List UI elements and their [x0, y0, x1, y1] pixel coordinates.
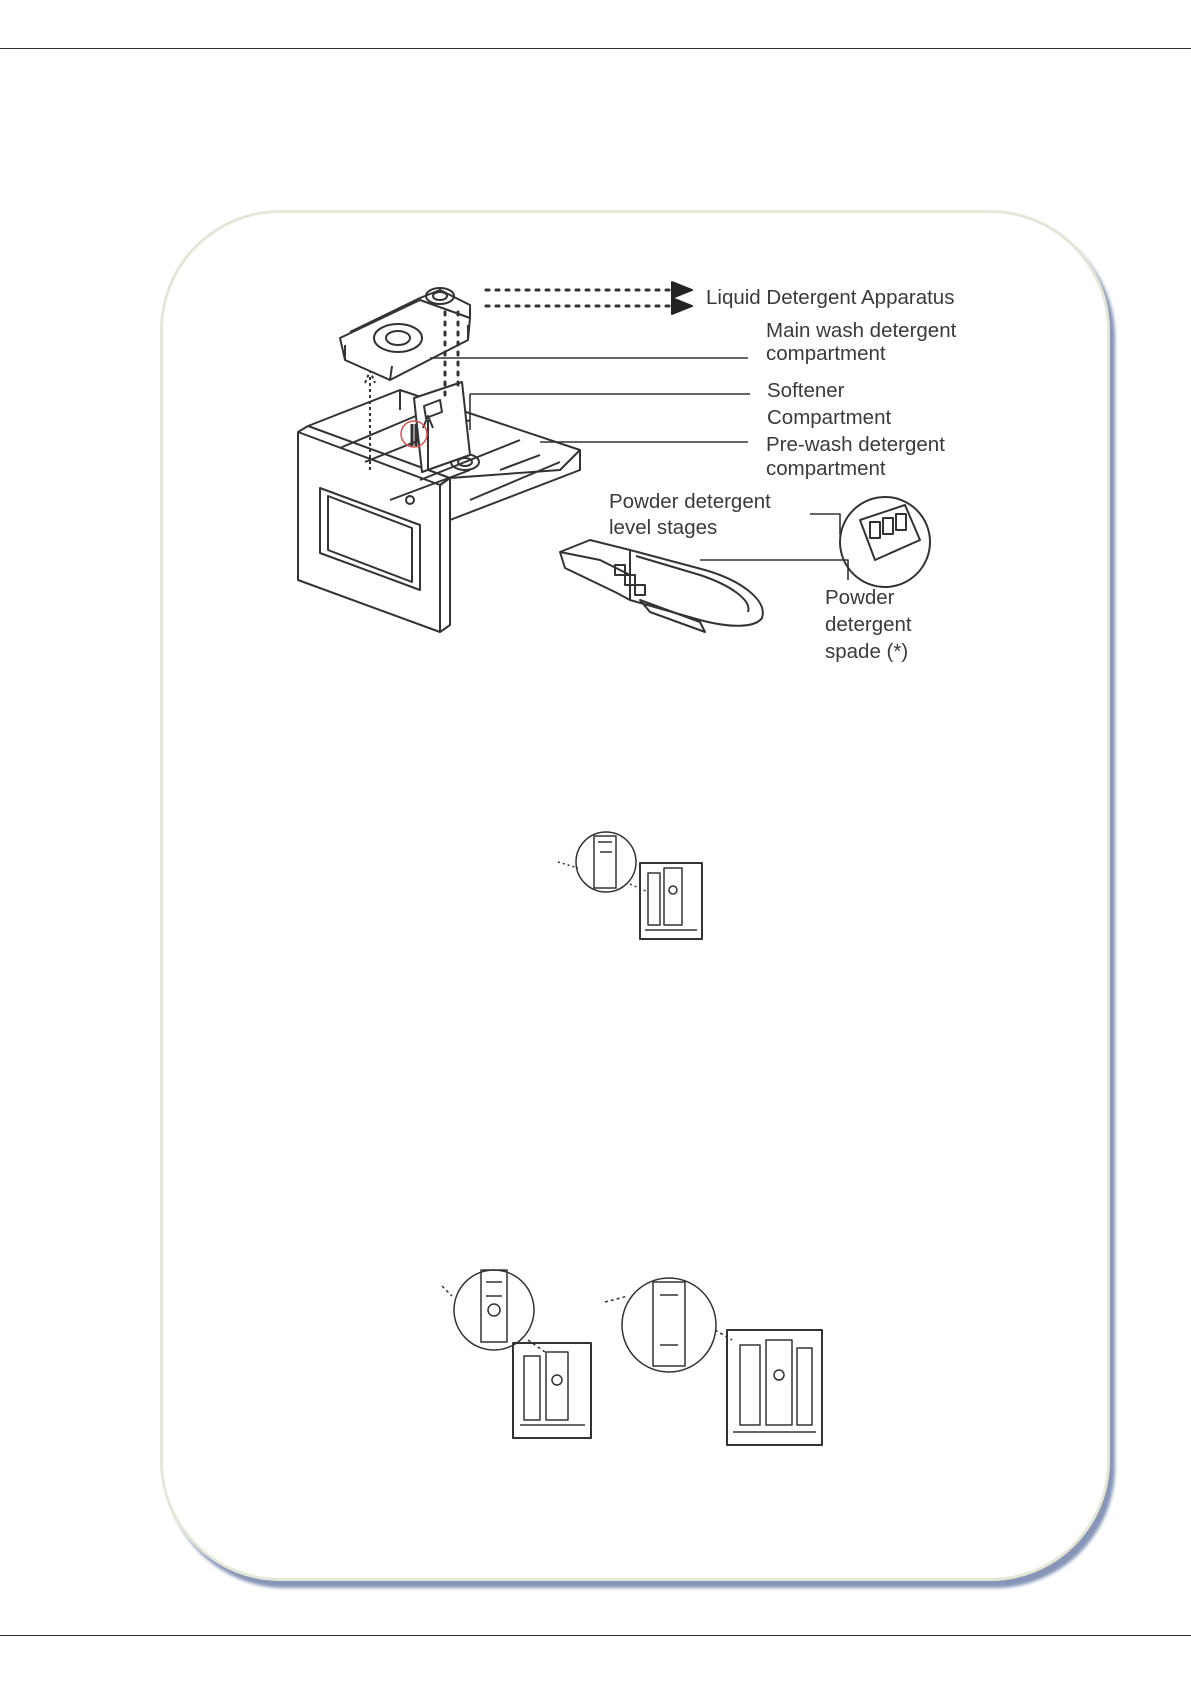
label-powder-spade-line2: detergent	[825, 611, 912, 638]
label-liquid-detergent-apparatus: Liquid Detergent Apparatus	[706, 284, 954, 311]
powder-detergent-spade-drawing	[560, 540, 763, 632]
bottom-right-zoom-illustration	[605, 1278, 822, 1445]
detergent-drawer-drawing	[298, 371, 580, 632]
middle-zoom-illustration	[558, 832, 702, 939]
label-prewash-line2: compartment	[766, 455, 886, 482]
label-powder-spade-line1: Powder	[825, 584, 895, 611]
bottom-left-zoom-illustration	[442, 1270, 591, 1438]
label-prewash-line1: Pre-wash detergent	[766, 431, 945, 458]
liquid-detergent-apparatus-drawing	[340, 288, 470, 380]
label-powder-level-line1: Powder detergent	[609, 488, 771, 515]
spade-magnifier-drawing	[840, 497, 930, 587]
label-softener-line1: Softener	[767, 377, 845, 404]
label-powder-level-line2: level stages	[609, 514, 717, 541]
label-main-wash-line2: compartment	[766, 340, 886, 367]
label-powder-spade-line3: spade (*)	[825, 638, 908, 665]
label-softener-line2: Compartment	[767, 404, 891, 431]
